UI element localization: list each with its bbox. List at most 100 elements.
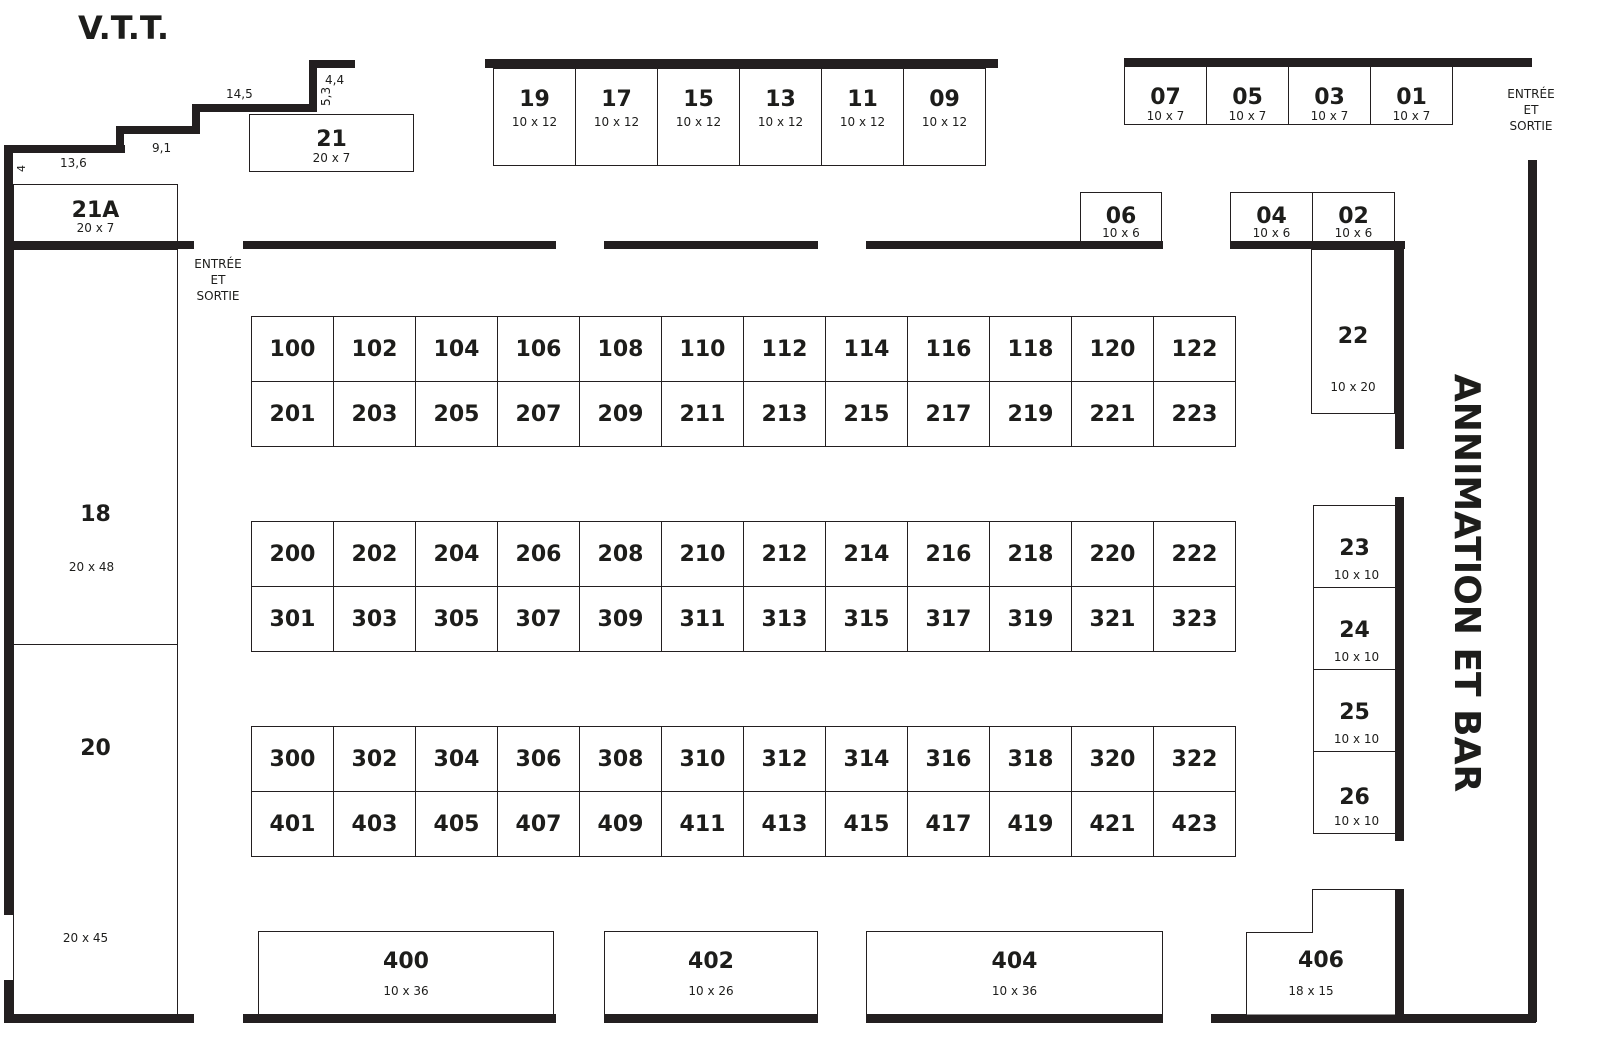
booth-201[interactable]: 201 [251,381,334,447]
booth-213[interactable]: 213 [743,381,826,447]
booth-313[interactable]: 313 [743,586,826,652]
booth-409[interactable]: 409 [579,791,662,857]
booth-417[interactable]: 417 [907,791,990,857]
booth-202[interactable]: 202 [333,521,416,587]
booth-114[interactable]: 114 [825,316,908,382]
booth-20[interactable]: 20 20 x 45 [13,644,178,1015]
booth-423[interactable]: 423 [1153,791,1236,857]
booth-21[interactable]: 21 20 x 7 [249,114,414,172]
booth-120[interactable]: 120 [1071,316,1154,382]
booth-405[interactable]: 405 [415,791,498,857]
booth-104[interactable]: 104 [415,316,498,382]
booth-106[interactable]: 106 [497,316,580,382]
booth-210[interactable]: 210 [661,521,744,587]
booth-312[interactable]: 312 [743,726,826,792]
booth-108[interactable]: 108 [579,316,662,382]
booth-317[interactable]: 317 [907,586,990,652]
booth-316[interactable]: 316 [907,726,990,792]
booth-219[interactable]: 219 [989,381,1072,447]
booth-302[interactable]: 302 [333,726,416,792]
booth-304[interactable]: 304 [415,726,498,792]
booth-323[interactable]: 323 [1153,586,1236,652]
booth-415[interactable]: 415 [825,791,908,857]
booth-419[interactable]: 419 [989,791,1072,857]
booth-400[interactable]: 400 10 x 36 [258,931,554,1015]
booth-118[interactable]: 118 [989,316,1072,382]
booth-321[interactable]: 321 [1071,586,1154,652]
booth-308[interactable]: 308 [579,726,662,792]
booth-11[interactable]: 11 10 x 12 [821,68,904,166]
booth-200[interactable]: 200 [251,521,334,587]
booth-407[interactable]: 407 [497,791,580,857]
booth-09[interactable]: 09 10 x 12 [903,68,986,166]
booth-215[interactable]: 215 [825,381,908,447]
booth-318[interactable]: 318 [989,726,1072,792]
booth-102[interactable]: 102 [333,316,416,382]
booth-300[interactable]: 300 [251,726,334,792]
booth-303[interactable]: 303 [333,586,416,652]
booth-01[interactable]: 01 10 x 7 [1370,66,1453,125]
booth-222[interactable]: 222 [1153,521,1236,587]
booth-110[interactable]: 110 [661,316,744,382]
booth-217[interactable]: 217 [907,381,990,447]
booth-19[interactable]: 19 10 x 12 [493,68,576,166]
booth-206[interactable]: 206 [497,521,580,587]
booth-18[interactable]: 18 20 x 48 [13,249,178,645]
booth-421[interactable]: 421 [1071,791,1154,857]
booth-212[interactable]: 212 [743,521,826,587]
booth-number: 18 [80,502,111,527]
booth-number: 402 [688,949,734,974]
booth-403[interactable]: 403 [333,791,416,857]
booth-25[interactable]: 25 10 x 10 [1313,669,1396,752]
booth-307[interactable]: 307 [497,586,580,652]
booth-205[interactable]: 205 [415,381,498,447]
booth-17[interactable]: 17 10 x 12 [575,68,658,166]
booth-406-outline[interactable] [1246,889,1396,1016]
booth-204[interactable]: 204 [415,521,498,587]
booth-311[interactable]: 311 [661,586,744,652]
booth-03[interactable]: 03 10 x 7 [1288,66,1371,125]
booth-06[interactable]: 06 10 x 6 [1080,192,1162,242]
booth-216[interactable]: 216 [907,521,990,587]
booth-221[interactable]: 221 [1071,381,1154,447]
booth-301[interactable]: 301 [251,586,334,652]
booth-309[interactable]: 309 [579,586,662,652]
booth-23[interactable]: 23 10 x 10 [1313,505,1396,588]
booth-15[interactable]: 15 10 x 12 [657,68,740,166]
booth-320[interactable]: 320 [1071,726,1154,792]
booth-05[interactable]: 05 10 x 7 [1206,66,1289,125]
booth-100[interactable]: 100 [251,316,334,382]
booth-306[interactable]: 306 [497,726,580,792]
booth-112[interactable]: 112 [743,316,826,382]
booth-07[interactable]: 07 10 x 7 [1124,66,1207,125]
booth-310[interactable]: 310 [661,726,744,792]
booth-207[interactable]: 207 [497,381,580,447]
booth-402[interactable]: 402 10 x 26 [604,931,818,1015]
booth-22[interactable]: 22 10 x 20 [1311,249,1395,414]
booth-26[interactable]: 26 10 x 10 [1313,751,1396,834]
booth-404[interactable]: 404 10 x 36 [866,931,1163,1015]
booth-223[interactable]: 223 [1153,381,1236,447]
booth-21a[interactable]: 21A 20 x 7 [13,184,178,242]
booth-315[interactable]: 315 [825,586,908,652]
booth-116[interactable]: 116 [907,316,990,382]
booth-220[interactable]: 220 [1071,521,1154,587]
booth-211[interactable]: 211 [661,381,744,447]
booth-214[interactable]: 214 [825,521,908,587]
booth-413[interactable]: 413 [743,791,826,857]
booth-305[interactable]: 305 [415,586,498,652]
booth-24[interactable]: 24 10 x 10 [1313,587,1396,670]
booth-401[interactable]: 401 [251,791,334,857]
booth-122[interactable]: 122 [1153,316,1236,382]
booth-208[interactable]: 208 [579,521,662,587]
booth-203[interactable]: 203 [333,381,416,447]
booth-13[interactable]: 13 10 x 12 [739,68,822,166]
booth-218[interactable]: 218 [989,521,1072,587]
booth-02[interactable]: 02 10 x 6 [1312,192,1395,242]
booth-322[interactable]: 322 [1153,726,1236,792]
booth-209[interactable]: 209 [579,381,662,447]
booth-04[interactable]: 04 10 x 6 [1230,192,1313,242]
booth-319[interactable]: 319 [989,586,1072,652]
booth-411[interactable]: 411 [661,791,744,857]
booth-314[interactable]: 314 [825,726,908,792]
